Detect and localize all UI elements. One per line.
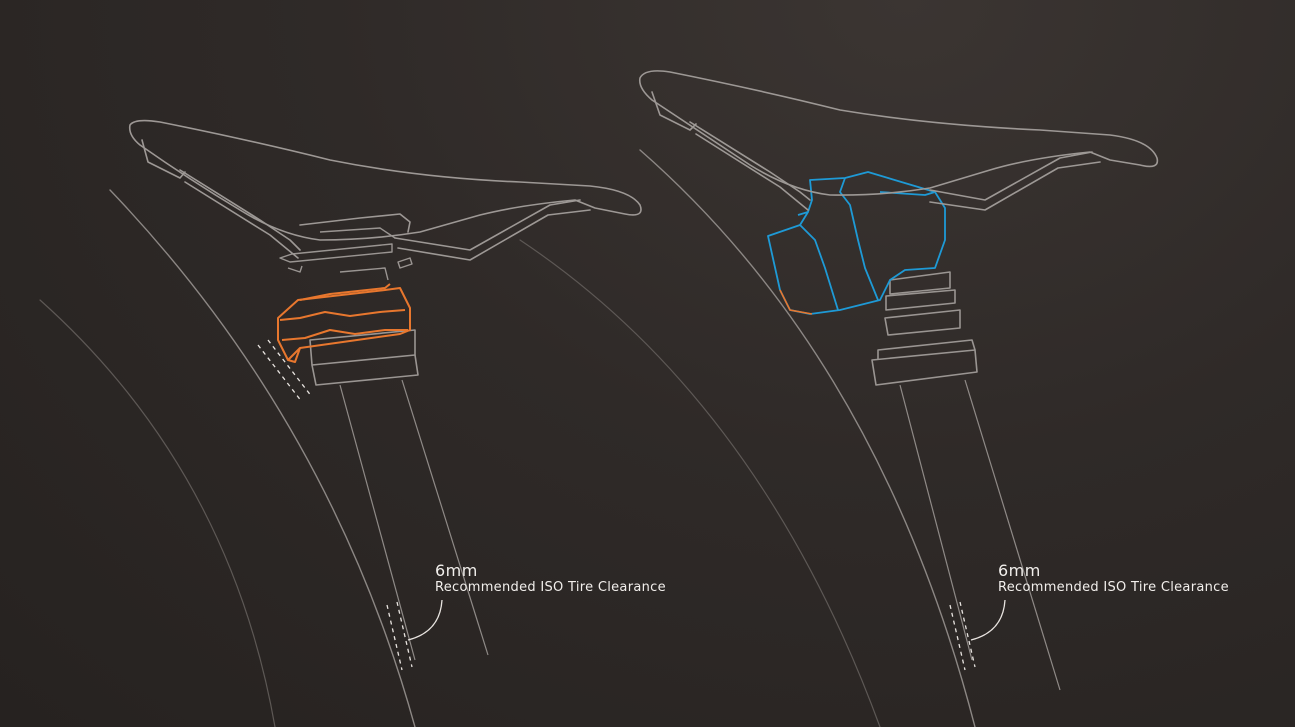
right-measurement: 6mm xyxy=(998,561,1041,580)
left-saddle xyxy=(128,119,642,261)
right-accessory xyxy=(767,171,946,315)
right-leader-line xyxy=(970,599,1006,641)
right-clearance-label: 6mm Recommended ISO Tire Clearance xyxy=(998,562,1229,596)
right-saddle xyxy=(638,70,1159,211)
left-caption: Recommended ISO Tire Clearance xyxy=(435,580,666,595)
left-seatpost-tube xyxy=(339,379,489,661)
left-measurement: 6mm xyxy=(435,561,478,580)
right-tire-clearance-lines xyxy=(949,601,976,671)
left-panel xyxy=(39,119,642,727)
right-accessory-accent xyxy=(779,289,813,315)
right-seatpost-tube xyxy=(899,379,1061,691)
right-caption: Recommended ISO Tire Clearance xyxy=(998,580,1229,595)
left-clearance-label: 6mm Recommended ISO Tire Clearance xyxy=(435,562,666,596)
left-accessory-clearance-lines xyxy=(257,339,313,403)
left-tire-clearance-lines xyxy=(386,601,413,671)
right-panel xyxy=(519,70,1159,727)
left-seatpost-collar xyxy=(309,329,419,386)
left-tire xyxy=(39,189,416,727)
left-leader-line xyxy=(407,599,443,641)
left-accessory xyxy=(277,283,411,363)
right-tire xyxy=(519,149,976,727)
right-seatpost-collar xyxy=(871,271,978,386)
left-saddle-clamp xyxy=(279,227,413,281)
